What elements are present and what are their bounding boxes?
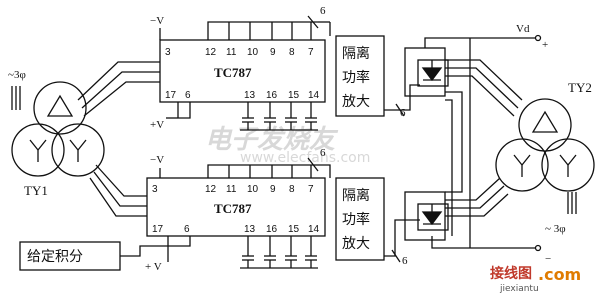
plus-label: + xyxy=(542,39,548,51)
amp-bottom-line2: 功率 xyxy=(342,211,370,228)
thyristor-top xyxy=(404,47,449,97)
ic-bottom-pin-8: 8 xyxy=(289,184,295,195)
neg-v-top: −V xyxy=(150,15,164,27)
ic-top-label: TC787 xyxy=(214,65,252,80)
amp-top: 隔离 功率 放大 6 xyxy=(335,35,420,119)
ic-top-pin-9: 9 xyxy=(270,47,276,58)
amp-top-line1: 隔离 xyxy=(342,45,370,62)
vd-label: Vd xyxy=(516,23,530,35)
thyristor-bottom xyxy=(404,191,449,241)
ic-top-pin-10: 10 xyxy=(247,47,259,58)
ic-bottom-pin-10: 10 xyxy=(247,184,259,195)
ic-top-pin-11: 11 xyxy=(226,47,237,58)
ic-top-pin-15: 15 xyxy=(288,90,300,101)
ic-bottom-pin-6: 6 xyxy=(184,224,190,235)
bus-top-count: 6 xyxy=(320,5,326,17)
dc-bus: Vd + − xyxy=(424,23,551,265)
amp-top-bus-count: 6 xyxy=(400,107,406,119)
pos-v-bottom: + V xyxy=(145,261,162,273)
ic-bottom-pin-16: 16 xyxy=(266,224,278,235)
integrator-label: 给定积分 xyxy=(27,249,83,265)
bus-mid-count: 6 xyxy=(320,147,326,159)
amp-top-line2: 功率 xyxy=(342,69,370,86)
amp-bottom: 隔离 功率 放大 6 xyxy=(335,177,420,267)
ic-bottom: TC787 3 17 6 12 11 10 9 8 7 13 16 15 14 … xyxy=(145,147,331,273)
ic-top: TC787 3 17 6 12 11 10 9 8 7 13 16 15 14 … xyxy=(150,5,331,131)
ic-bottom-pin-7: 7 xyxy=(308,184,314,195)
ic-top-pin-13: 13 xyxy=(244,90,256,101)
ic-bottom-pin-12: 12 xyxy=(205,184,217,195)
ty1-transformer: TY1 ~3φ xyxy=(8,61,160,217)
amp-bottom-bus-count: 6 xyxy=(402,255,408,267)
phase-right: ~ 3φ xyxy=(545,223,566,235)
amp-top-line3: 放大 xyxy=(342,94,370,110)
ic-top-pin-14: 14 xyxy=(308,90,320,101)
ic-top-pin-12: 12 xyxy=(205,47,217,58)
integrator-block: 给定积分 xyxy=(19,241,168,271)
amp-top-box xyxy=(335,35,385,117)
ic-bottom-pin-14: 14 xyxy=(308,224,320,235)
ic-bottom-pin-17: 17 xyxy=(152,224,164,235)
site-logo: 接线图 .com jiexiantu xyxy=(490,265,581,294)
ic-bottom-pin-11: 11 xyxy=(226,184,237,195)
ic-top-pin-8: 8 xyxy=(289,47,295,58)
ic-top-caps xyxy=(240,102,318,131)
logo-pinyin: jiexiantu xyxy=(499,284,539,294)
ic-bottom-pin-13: 13 xyxy=(244,224,256,235)
ic-bottom-label: TC787 xyxy=(214,201,252,216)
ic-top-pin-16: 16 xyxy=(266,90,278,101)
watermark-url: www.elecfans.com xyxy=(240,150,370,166)
ty2-label: TY2 xyxy=(568,80,592,95)
amp-bottom-box xyxy=(335,177,385,261)
logo-com: .com xyxy=(538,265,581,284)
ic-bottom-bus xyxy=(207,164,318,178)
ty1-label: TY1 xyxy=(24,183,48,198)
amp-bottom-line3: 放大 xyxy=(342,236,370,252)
ic-bottom-caps xyxy=(240,236,318,269)
ic-top-pin-3: 3 xyxy=(165,47,171,58)
ic-bottom-pin-15: 15 xyxy=(288,224,300,235)
ic-top-body xyxy=(159,39,326,103)
ic-top-pin-17: 17 xyxy=(165,90,177,101)
logo-cn: 接线图 xyxy=(490,265,532,282)
pos-v-top: +V xyxy=(150,119,164,131)
amp-bottom-line1: 隔离 xyxy=(342,187,370,204)
ty2-transformer: TY2 ~ 3φ xyxy=(445,59,595,235)
ic-bottom-pin-3: 3 xyxy=(152,184,158,195)
ic-top-pin-6: 6 xyxy=(185,90,191,101)
ic-bottom-body xyxy=(146,177,326,237)
phase-left: ~3φ xyxy=(8,69,26,81)
minus-label: − xyxy=(545,253,551,265)
ic-bottom-pin-9: 9 xyxy=(270,184,276,195)
neg-v-bottom: −V xyxy=(150,154,164,166)
ic-top-pin-7: 7 xyxy=(308,47,314,58)
ic-top-bus xyxy=(207,21,318,40)
